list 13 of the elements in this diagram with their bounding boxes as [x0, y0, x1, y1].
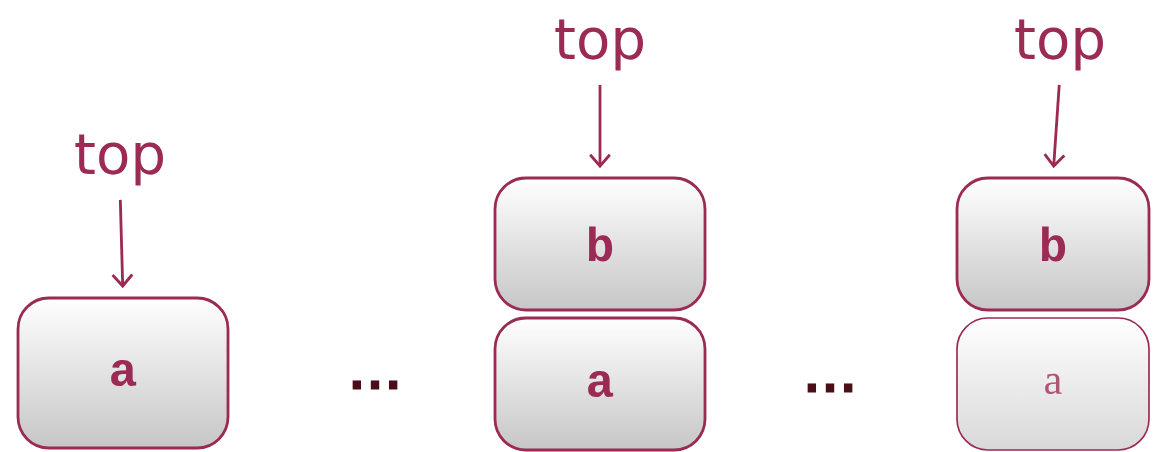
stack-box: a: [956, 317, 1150, 451]
stack-box: b: [955, 176, 1151, 312]
arrow: [111, 199, 134, 289]
arrow: [589, 84, 611, 169]
stack-box: a: [16, 296, 230, 450]
ellipsis: ...: [352, 380, 398, 390]
pointer-label: top: [75, 134, 163, 186]
arrow: [1043, 84, 1066, 169]
stack-box: b: [493, 176, 707, 312]
ellipsis: ...: [807, 383, 853, 393]
stack-box: a: [493, 316, 707, 452]
pointer-label: top: [555, 19, 643, 71]
pointer-label: top: [1015, 19, 1103, 71]
